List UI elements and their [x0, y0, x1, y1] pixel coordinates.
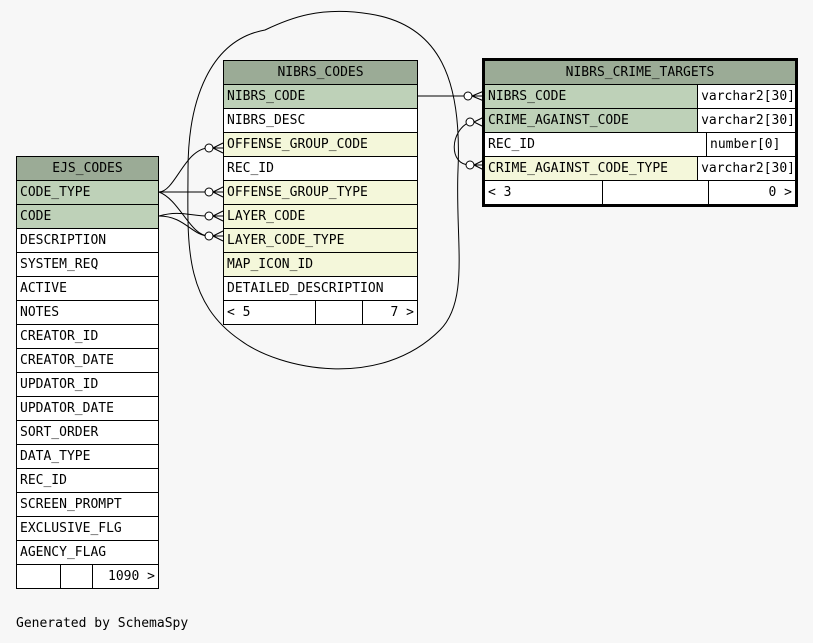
footer-middle	[603, 181, 709, 204]
column-name: CRIME_AGAINST_CODE	[488, 113, 629, 128]
column-row[interactable]: NIBRS_CODE	[224, 85, 417, 109]
ejs-to-nibrs-codes-edges	[158, 142, 224, 242]
column-name: NOTES	[20, 305, 60, 320]
column-row[interactable]: NIBRS_DESC	[224, 109, 417, 133]
table-title: NIBRS_CRIME_TARGETS	[485, 61, 795, 85]
column-name: UPDATOR_ID	[20, 377, 99, 392]
column-name: REC_ID	[488, 137, 535, 152]
column-name: CODE_TYPE	[20, 185, 91, 200]
column-name: ACTIVE	[20, 281, 67, 296]
table-nibrs-codes[interactable]: NIBRS_CODES NIBRS_CODE NIBRS_DESC OFFENSE_…	[223, 60, 418, 325]
column-name: DETAILED_DESCRIPTION	[227, 281, 384, 296]
column-row[interactable]: SYSTEM_REQ	[17, 253, 158, 277]
column-name: DESCRIPTION	[20, 233, 107, 248]
table-footer: < 5 7 >	[224, 300, 417, 324]
column-name: NIBRS_CODE	[227, 89, 306, 104]
column-row[interactable]: SCREEN_PROMPT	[17, 493, 158, 517]
column-row[interactable]: CRIME_AGAINST_CODE_TYPE varchar2[30]	[485, 157, 795, 180]
column-name: CODE	[20, 209, 52, 224]
column-row[interactable]: UPDATOR_ID	[17, 373, 158, 397]
column-name: CREATOR_ID	[20, 329, 99, 344]
column-type: varchar2[30]	[697, 85, 795, 108]
column-row[interactable]: ACTIVE	[17, 277, 158, 301]
column-name: REC_ID	[20, 473, 67, 488]
target-edge-circles	[463, 91, 475, 170]
table-ejs-codes[interactable]: EJS_CODES CODE_TYPE CODE DESCRIPTION SYSTEM…	[16, 156, 159, 589]
column-name: REC_ID	[227, 161, 274, 176]
column-row[interactable]: CODE_TYPE	[17, 181, 158, 205]
nibrs-to-targets-edges	[417, 90, 485, 171]
table-footer: 1090 >	[17, 564, 158, 588]
column-row[interactable]: REC_ID	[224, 157, 417, 181]
column-name: CRIME_AGAINST_CODE_TYPE	[488, 161, 669, 176]
column-name: MAP_ICON_ID	[227, 257, 314, 272]
column-row[interactable]: CRIME_AGAINST_CODE varchar2[30]	[485, 109, 795, 133]
column-name: SYSTEM_REQ	[20, 257, 99, 272]
table-title: EJS_CODES	[17, 157, 158, 181]
column-type: number[0]	[706, 133, 795, 156]
table-title: NIBRS_CODES	[224, 61, 417, 85]
column-row[interactable]: CODE	[17, 205, 158, 229]
cluster-outline	[187, 10, 460, 370]
column-name: UPDATOR_DATE	[20, 401, 114, 416]
column-row[interactable]: AGENCY_FLAG	[17, 541, 158, 564]
column-row[interactable]: UPDATOR_DATE	[17, 397, 158, 421]
footer-middle	[61, 565, 93, 588]
column-row[interactable]: NIBRS_CODE varchar2[30]	[485, 85, 795, 109]
footer-right: 7 >	[390, 305, 414, 320]
column-name: SORT_ORDER	[20, 425, 99, 440]
column-row[interactable]: LAYER_CODE	[224, 205, 417, 229]
column-name: DATA_TYPE	[20, 449, 91, 464]
column-row[interactable]: CREATOR_DATE	[17, 349, 158, 373]
column-row[interactable]: REC_ID	[17, 469, 158, 493]
footer-right: 1090 >	[108, 569, 155, 584]
column-row[interactable]: EXCLUSIVE_FLG	[17, 517, 158, 541]
column-name: EXCLUSIVE_FLG	[20, 521, 122, 536]
column-name: NIBRS_CODE	[488, 89, 567, 104]
footer-left: < 5	[224, 301, 316, 324]
column-row[interactable]: DATA_TYPE	[17, 445, 158, 469]
column-row[interactable]: OFFENSE_GROUP_TYPE	[224, 181, 417, 205]
column-name: LAYER_CODE_TYPE	[227, 233, 345, 248]
table-nibrs-crime-targets[interactable]: NIBRS_CRIME_TARGETS NIBRS_CODE varchar2[3…	[482, 58, 798, 207]
generated-by-caption: Generated by SchemaSpy	[16, 616, 189, 631]
column-row[interactable]: OFFENSE_GROUP_CODE	[224, 133, 417, 157]
table-footer: < 3 0 >	[485, 180, 795, 204]
column-row[interactable]: CREATOR_ID	[17, 325, 158, 349]
column-row[interactable]: NOTES	[17, 301, 158, 325]
column-name: LAYER_CODE	[227, 209, 306, 224]
column-row[interactable]: DETAILED_DESCRIPTION	[224, 277, 417, 300]
footer-left	[17, 565, 61, 588]
ejs-edge-circles	[204, 143, 214, 241]
column-type: varchar2[30]	[697, 109, 795, 132]
column-row[interactable]: SORT_ORDER	[17, 421, 158, 445]
footer-left: < 3	[485, 181, 603, 204]
column-name: AGENCY_FLAG	[20, 545, 107, 560]
footer-middle	[316, 301, 363, 324]
column-row[interactable]: DESCRIPTION	[17, 229, 158, 253]
column-name: OFFENSE_GROUP_TYPE	[227, 185, 368, 200]
column-name: NIBRS_DESC	[227, 113, 306, 128]
column-row[interactable]: REC_ID number[0]	[485, 133, 795, 157]
column-row[interactable]: LAYER_CODE_TYPE	[224, 229, 417, 253]
column-name: SCREEN_PROMPT	[20, 497, 122, 512]
footer-right: 0 >	[768, 185, 792, 200]
column-type: varchar2[30]	[697, 157, 795, 180]
column-name: CREATOR_DATE	[20, 353, 114, 368]
column-name: OFFENSE_GROUP_CODE	[227, 137, 368, 152]
column-row[interactable]: MAP_ICON_ID	[224, 253, 417, 277]
